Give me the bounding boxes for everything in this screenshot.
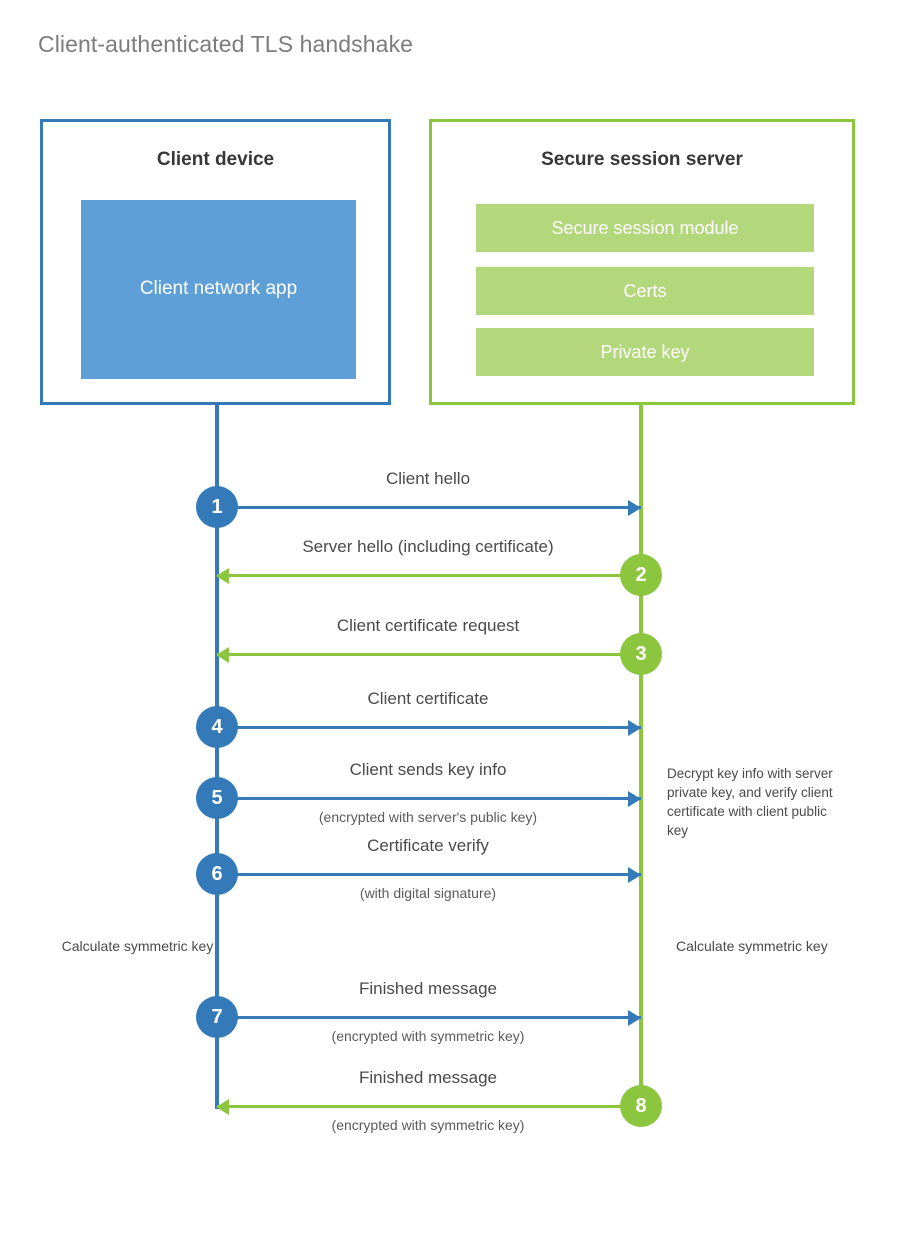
message-label-4: Client certificate xyxy=(367,689,489,708)
arrow-head-right-icon xyxy=(628,791,641,807)
page-title: Client-authenticated TLS handshake xyxy=(38,31,414,57)
step-badge-3[interactable]: 3 xyxy=(620,633,662,675)
arrow-line-to-server xyxy=(217,873,641,876)
message-label-2: Server hello (including certificate) xyxy=(302,537,554,556)
arrow-line-to-client xyxy=(217,653,641,656)
step-badge-8[interactable]: 8 xyxy=(620,1085,662,1127)
message-sublabel-6: (with digital signature) xyxy=(359,885,497,901)
arrow-line-to-server xyxy=(217,726,641,729)
step-badge-2[interactable]: 2 xyxy=(620,554,662,596)
client-lifeline xyxy=(215,404,219,1109)
client-network-app-box: Client network app xyxy=(81,200,356,379)
server-lifeline xyxy=(639,404,643,1109)
step-badge-7[interactable]: 7 xyxy=(196,996,238,1038)
arrow-head-right-icon xyxy=(628,1010,641,1026)
client-device-title: Client device xyxy=(156,149,275,170)
arrow-head-left-icon xyxy=(216,1099,229,1115)
client-device-box: Client device Client network app xyxy=(40,119,391,405)
step-badge-5[interactable]: 5 xyxy=(196,777,238,819)
arrow-line-to-client xyxy=(217,1105,641,1108)
arrow-head-right-icon xyxy=(628,500,641,516)
server-module-private-key: Private key xyxy=(476,328,814,376)
arrow-line-to-server xyxy=(217,797,641,800)
arrow-head-right-icon xyxy=(628,867,641,883)
arrow-line-to-client xyxy=(217,574,641,577)
message-label-8: Finished message xyxy=(359,1068,497,1087)
server-module-certs: Certs xyxy=(476,267,814,315)
server-module-secure-session-module: Secure session module xyxy=(476,204,814,252)
step-badge-4[interactable]: 4 xyxy=(196,706,238,748)
arrow-head-right-icon xyxy=(628,720,641,736)
arrow-head-left-icon xyxy=(216,568,229,584)
message-sublabel-7: (encrypted with symmetric key) xyxy=(331,1028,525,1044)
step-badge-1[interactable]: 1 xyxy=(196,486,238,528)
secure-session-server-box: Secure session server Secure session mod… xyxy=(429,119,855,405)
message-label-3: Client certificate request xyxy=(336,616,520,635)
note-calculate-symmetric-key-client: Calculate symmetric key xyxy=(61,938,214,954)
step-badge-6[interactable]: 6 xyxy=(196,853,238,895)
message-label-1: Client hello xyxy=(385,469,471,488)
message-label-6: Certificate verify xyxy=(367,836,489,855)
message-sublabel-8: (encrypted with symmetric key) xyxy=(331,1117,525,1133)
note-calculate-symmetric-key-server: Calculate symmetric key xyxy=(676,938,828,954)
arrow-head-left-icon xyxy=(216,647,229,663)
message-sublabel-5: (encrypted with server's public key) xyxy=(318,809,538,825)
arrow-line-to-server xyxy=(217,1016,641,1019)
secure-session-server-title: Secure session server xyxy=(541,149,743,170)
message-label-7: Finished message xyxy=(359,979,497,998)
message-label-5: Client sends key info xyxy=(349,760,507,779)
arrow-line-to-server xyxy=(217,506,641,509)
note-decrypt-key-info: Decrypt key info with server private key… xyxy=(667,766,833,839)
